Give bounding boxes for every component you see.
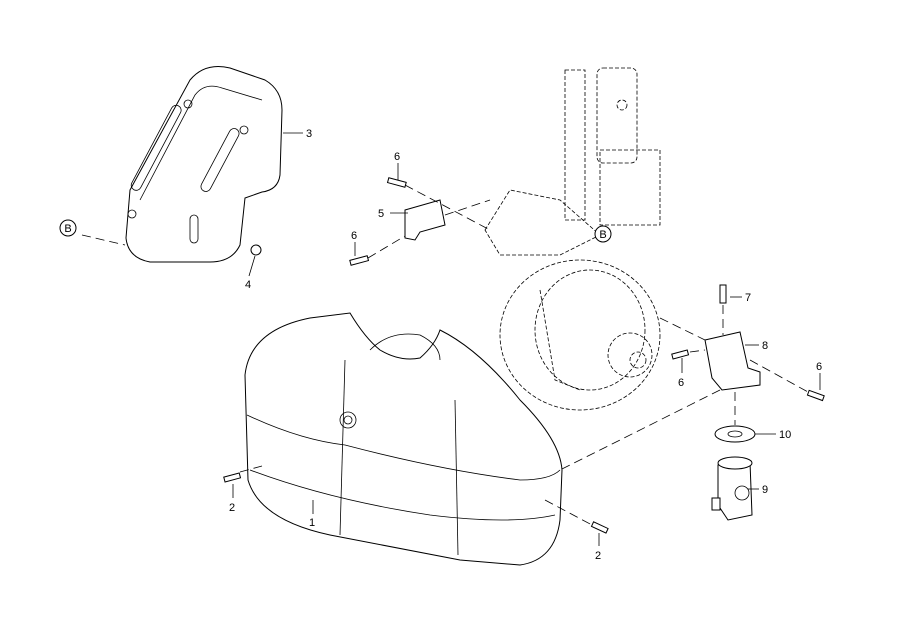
- callout-6: 6: [351, 230, 357, 242]
- callout-1: 1: [309, 517, 315, 529]
- callout-2: 2: [595, 550, 601, 562]
- callout-5: 5: [378, 208, 384, 220]
- callout-6: 6: [678, 377, 684, 389]
- callout-9: 9: [762, 484, 768, 496]
- part-1-main-cover: [244, 312, 563, 566]
- callout-4: 4: [245, 279, 251, 291]
- ref-b-left: B: [59, 219, 77, 237]
- callout-6: 6: [394, 151, 400, 163]
- callout-2: 2: [229, 502, 235, 514]
- callout-6: 6: [816, 361, 822, 373]
- part-8-bracket: [704, 331, 761, 391]
- callout-7: 7: [745, 292, 751, 304]
- ref-b-left-label: B: [64, 223, 71, 235]
- callout-8: 8: [762, 340, 768, 352]
- assembly-lines: [81, 184, 809, 526]
- ref-b-right: B: [594, 225, 612, 243]
- callout-10: 10: [779, 429, 791, 441]
- part-3-upper-cover: [125, 66, 283, 263]
- part-5-bracket: [404, 199, 446, 241]
- bolts: [223, 177, 825, 534]
- leader-lines: [232, 132, 821, 546]
- callout-labels: 3 4 6 5 6 7 8 6 6 10 9 2 1 2: [229, 128, 822, 562]
- part-10-gasket: [714, 425, 756, 443]
- ref-b-right-label: B: [599, 229, 606, 241]
- drive-unit-reference: [484, 67, 661, 411]
- callout-3: 3: [306, 128, 312, 140]
- part-9-housing: [711, 456, 753, 521]
